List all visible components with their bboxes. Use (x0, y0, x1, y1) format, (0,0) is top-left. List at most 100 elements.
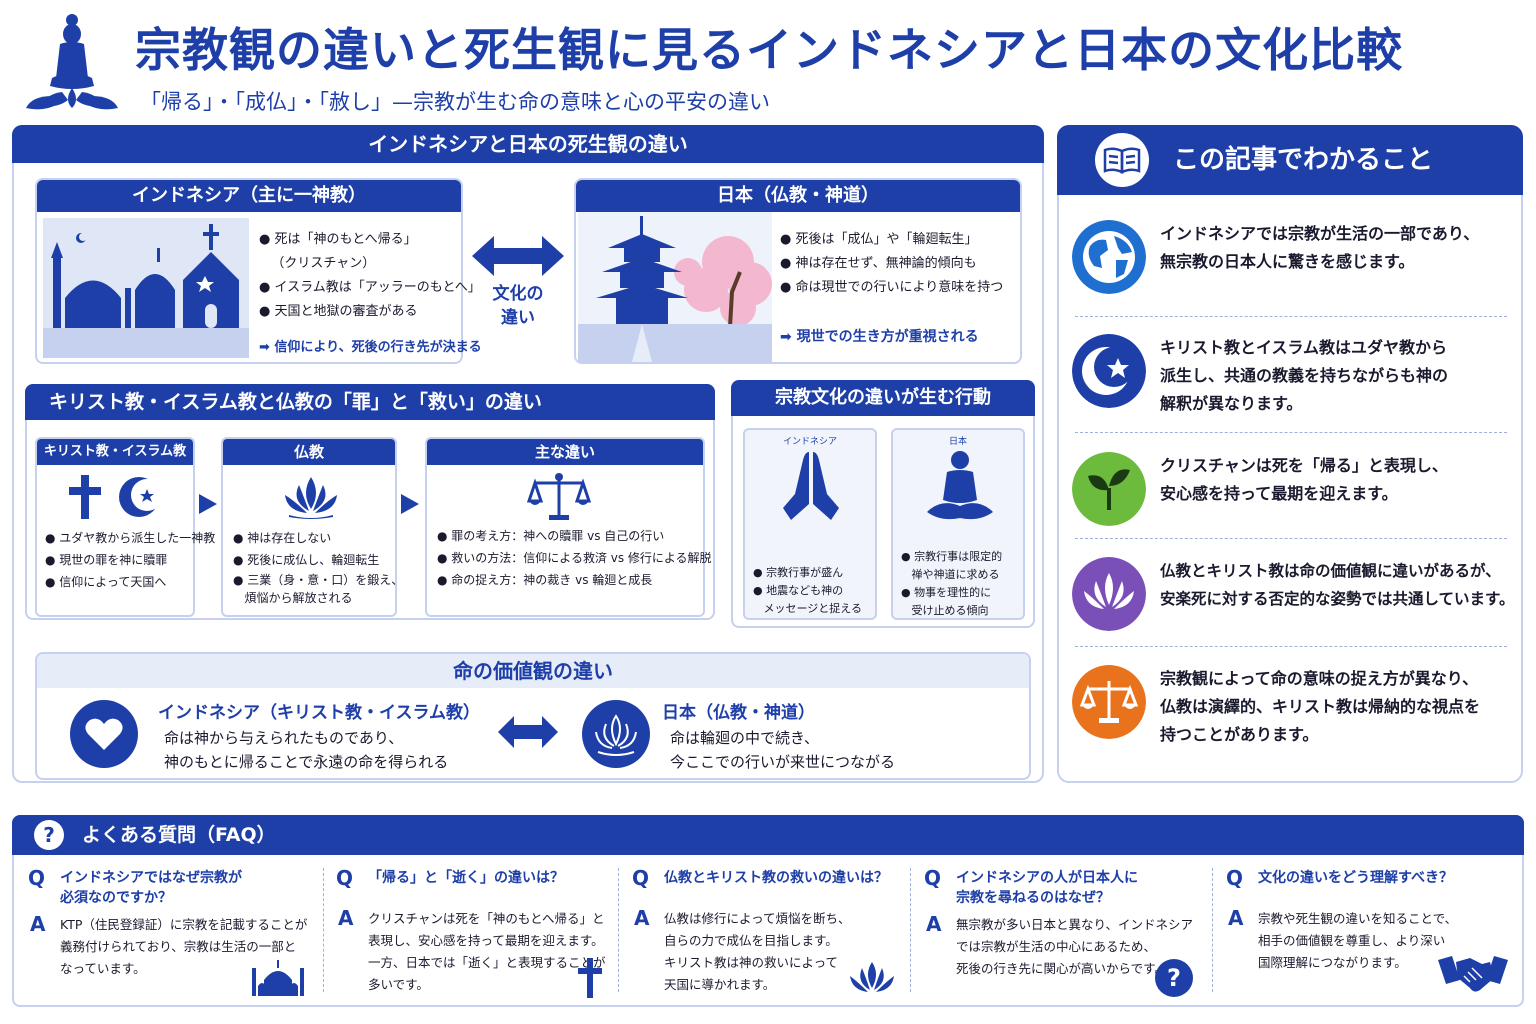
culture-difference-label: 文化の 違い (492, 284, 544, 328)
divider (323, 868, 324, 992)
question-circle-icon: ? (1155, 959, 1193, 997)
behavior-japan-label: 日本 (948, 437, 967, 447)
summary-sidebar-title: この記事でわかること (1173, 145, 1434, 175)
main-differences-card: 主な違い ● 罪の考え方：神への贖罪 vs 自己の行い ● 救いの方法：信仰によ… (425, 437, 712, 617)
difference-bullet-3: ● 命の捉え方：神の裁き vs 輪廻と成長 (437, 573, 653, 587)
mosque-church-illustration-icon (43, 218, 249, 358)
faq-answer: 宗教や死生観の違いを知ることで、相手の価値観を尊重し、より深い国際理解につながり… (1258, 911, 1458, 970)
divider (910, 868, 911, 992)
behavior-indonesia-card: インドネシア ● 宗教行事が盛ん ● 地震なども神の メッセージと捉える (743, 428, 877, 620)
christianity-bullet-3: ● 信仰によって天国へ (45, 575, 167, 589)
christianity-bullet-1: ● ユダヤ教から派生した一神教 (45, 531, 216, 545)
christianity-bullet-2: ● 現世の罪を神に贖罪 (45, 553, 168, 567)
faq-item: Q 文化の違いをどう理解すべき？ A 宗教や死生観の違いを知ることで、相手の価値… (1226, 862, 1516, 1000)
handshake-icon (1438, 956, 1508, 992)
summary-item: キリスト教とイスラム教はユダヤ教から 派生し、共通の教義を持ちながらも神の 解釈… (1072, 334, 1512, 444)
mosque-icon (252, 960, 304, 996)
heart-icon (70, 700, 138, 768)
faq-q-mark: Q (336, 866, 354, 890)
behavior-japan-bullet-2: ● 物事を理性的に (901, 586, 992, 599)
christianity-islam-card-title: キリスト教・イスラム教 (37, 439, 193, 465)
indonesia-bullet-1b: （クリスチャン） (271, 256, 376, 271)
behavior-japan-card: 日本 ● 宗教行事は限定的 禅や神道に求める ● 物事を理性的に 受け止める傾向 (891, 428, 1025, 620)
buddhism-card-title: 仏教 (223, 439, 395, 465)
faq-q-mark: Q (632, 866, 650, 890)
praying-hands-icon (783, 452, 839, 520)
lotus-icon (850, 962, 894, 992)
svg-text:?: ? (43, 823, 55, 847)
behavior-indonesia-label: インドネシア (782, 437, 837, 447)
faq-answer: 仏教は修行によって煩悩を断ち、自らの力で成仏を目指します。キリスト教は神の救いに… (664, 911, 851, 992)
open-book-icon (1095, 133, 1149, 187)
pagoda-sakura-illustration-icon (578, 212, 772, 362)
page-title: 宗教観の違いと死生観に見るインドネシアと日本の文化比較 (135, 23, 1404, 77)
faq-q-mark: Q (1226, 866, 1244, 890)
indonesia-card: インドネシア（主に一神教） ● 死は「神のもとへ帰る」 （クリスチャン） ● イ… (35, 178, 482, 364)
buddhism-bullet-2: ● 死後に成仏し、輪廻転生 (233, 553, 380, 567)
christianity-islam-card: キリスト教・イスラム教 ● ユダヤ教から派生した一神教 ● 現世の罪を神に贖罪 … (35, 437, 215, 617)
meditation-figure-icon (927, 451, 993, 520)
behavior-japan-bullet-1: ● 宗教行事は限定的 (901, 550, 1003, 563)
indonesia-bullet-2: ● イスラム教は「アッラーのもとへ」 (259, 280, 481, 295)
summary-item: 宗教観によって命の意味の捉え方が異なり、 仏教は演繹的、キリスト教は帰納的な視点… (1072, 665, 1512, 775)
life-indonesia-text: 命は神から与えられたものであり、 神のもとに帰ることで永遠の命を得られる (164, 729, 449, 771)
life-indonesia-title: インドネシア（キリスト教・イスラム教） (158, 703, 480, 723)
faq-q-mark: Q (28, 866, 46, 890)
cross-icon (578, 958, 602, 998)
difference-bullet-2: ● 救いの方法：信仰による救済 vs 修行による解脱 (437, 551, 712, 565)
lotus-circle-icon (582, 700, 650, 768)
globe-icon (1072, 220, 1146, 294)
faq-item: Q インドネシアではなぜ宗教が必須なのですか？ A KTP（住民登録証）に宗教を… (28, 862, 318, 1000)
divider (1075, 646, 1507, 647)
faq-answer: 無宗教が多い日本と異なり、インドネシアでは宗教が生活の中心にあるため、死後の行き… (956, 917, 1194, 976)
behavior-japan-bullet-2b: 受け止める傾向 (911, 604, 989, 617)
faq-q-mark: Q (924, 866, 942, 890)
faq-item: Q 「帰る」と「逝く」の違いは？ A クリスチャンは死を「神のもとへ帰る」と表現… (336, 862, 626, 1000)
value-of-life-panel (35, 652, 1031, 780)
section-title-behavior: 宗教文化の違いが生む行動 (731, 380, 1035, 416)
faq-a-mark: A (1228, 906, 1244, 930)
buddhism-card: 仏教 ● 神は存在しない ● 死後に成仏し、輪廻転生 ● 三業（身・意・口）を鍛… (221, 437, 403, 617)
faq-a-mark: A (338, 906, 354, 930)
summary-sidebar-header: この記事でわかること (1057, 125, 1523, 195)
divider (1212, 868, 1213, 992)
japan-note: ➡ 現世での生き方が重視される (780, 329, 979, 345)
scales-icon (527, 473, 591, 520)
behavior-indonesia-bullet-2: ● 地震なども神の (753, 584, 844, 597)
section-title-sin-salvation: キリスト教・イスラム教と仏教の「罪」と「救い」の違い (25, 384, 715, 420)
section-title-death-view: インドネシアと日本の死生観の違い (12, 125, 1044, 163)
double-arrow-icon (498, 716, 558, 748)
faq-title: よくある質問（FAQ） (82, 824, 276, 846)
buddhism-bullet-3: ● 三業（身・意・口）を鍛え、 (233, 573, 404, 587)
question-circle-icon: ? (34, 820, 64, 850)
japan-card-title: 日本（仏教・神道） (576, 180, 1020, 212)
faq-question: インドネシアの人が日本人に宗教を尋ねるのはなぜ？ (956, 870, 1138, 906)
behavior-indonesia-bullet-2b: メッセージと捉える (763, 602, 862, 615)
faq-a-mark: A (634, 906, 650, 930)
japan-bullet-3: ● 命は現世での行いにより意味を持つ (780, 280, 1004, 295)
faq-header: ? よくある質問（FAQ） (12, 815, 1524, 855)
faq-a-mark: A (926, 912, 942, 936)
crescent-star-icon (1072, 334, 1146, 408)
lotus-icon (285, 477, 337, 519)
buddhism-bullet-3b: 煩悩から解放される (244, 591, 353, 605)
faq-answer: KTP（住民登録証）に宗教を記載することが義務付けられており、宗教は生活の一部と… (60, 917, 308, 976)
life-japan-text: 命は輪廻の中で続き、 今ここでの行いが来世につながる (670, 729, 896, 771)
cross-crescent-icon (69, 475, 163, 519)
buddhism-bullet-1: ● 神は存在しない (233, 531, 332, 545)
summary-item: 仏教とキリスト教は命の価値観に違いがあるが、 安楽死に対する否定的な姿勢では共通… (1072, 557, 1515, 667)
faq-a-mark: A (30, 912, 46, 936)
faq-item: Q インドネシアの人が日本人に宗教を尋ねるのはなぜ？ A 無宗教が多い日本と異な… (924, 862, 1214, 1000)
lotus-icon (1072, 557, 1146, 631)
faq-item: Q 仏教とキリスト教の救いの違いは？ A 仏教は修行によって煩悩を断ち、自らの力… (632, 862, 922, 1000)
divider (618, 868, 619, 992)
divider (1075, 432, 1507, 433)
indonesia-bullet-3: ● 天国と地獄の審査がある (259, 304, 418, 319)
summary-item: インドネシアでは宗教が生活の一部であり、 無宗教の日本人に驚きを感じます。 (1072, 220, 1512, 330)
chevron-right-icon (401, 494, 419, 514)
main-differences-card-title: 主な違い (427, 439, 703, 465)
faq-answer: クリスチャンは死を「神のもとへ帰る」と表現し、安心感を持って最期を迎えます。一方… (368, 911, 606, 992)
life-japan-title: 日本（仏教・神道） (662, 703, 815, 723)
divider (1075, 538, 1507, 539)
page-subtitle: 「帰る」・「成仏」・「赦し」—宗教が生む命の意味と心の平安の違い (140, 90, 770, 114)
